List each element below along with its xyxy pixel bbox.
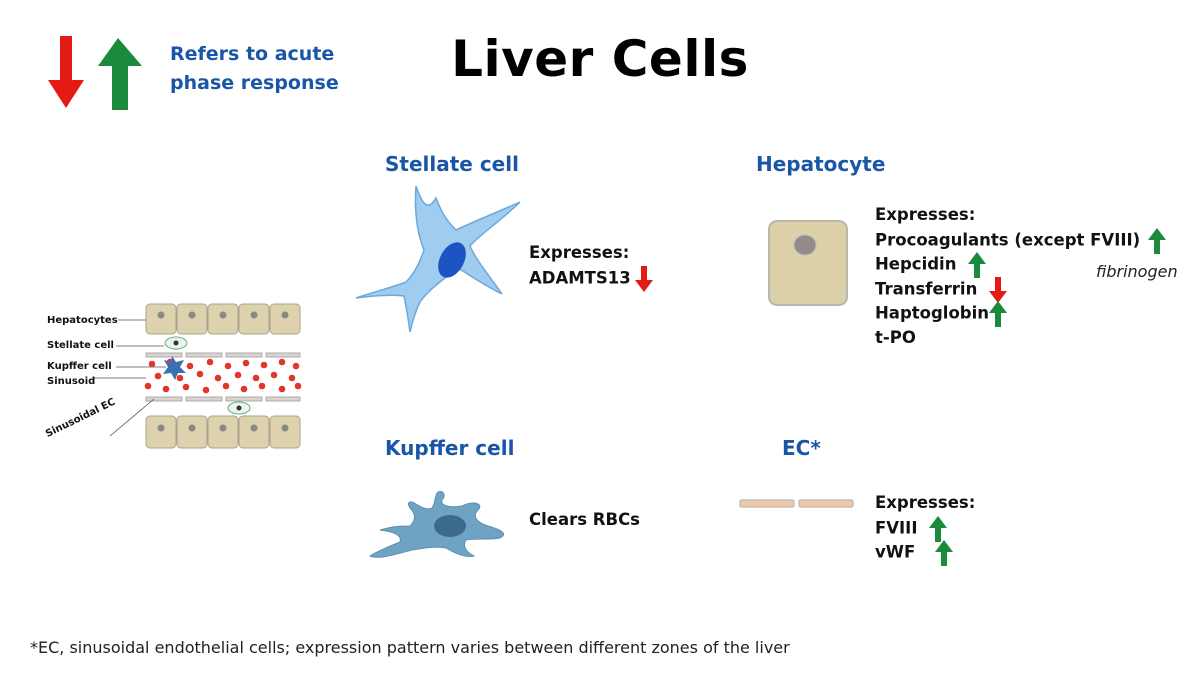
page-title-text: Liver Cells <box>451 30 749 88</box>
ec-heading: EC* <box>782 436 821 460</box>
footnote: *EC, sinusoidal endothelial cells; expre… <box>30 638 790 657</box>
hepatocyte-haptoglobin: Haptoglobin <box>875 303 989 323</box>
stellate-expression: Expresses: ADAMTS13 <box>529 241 653 292</box>
fibrinogen-note: fibrinogen <box>1096 262 1178 281</box>
kupffer-cell-image <box>368 491 504 558</box>
hepatocyte-hepcidin: Hepcidin <box>875 254 957 274</box>
stellate-line1: Expresses: <box>529 243 630 262</box>
legend-text-line2: phase response <box>170 72 339 94</box>
kupffer-heading: Kupffer cell <box>385 436 515 460</box>
arrow-up-icon <box>929 515 948 542</box>
hepatocyte-row-bottom <box>145 415 301 449</box>
hepatocyte-line1: Expresses: <box>875 205 976 224</box>
legend-text-line1: Refers to acute <box>170 43 335 65</box>
arrow-down-icon <box>989 276 1008 303</box>
hepatocyte-line5: Haptoglobin <box>875 301 1166 327</box>
kupffer-expression: Clears RBCs <box>529 508 640 533</box>
arrow-up-icon <box>968 252 987 278</box>
kupffer-line1: Clears RBCs <box>529 510 641 529</box>
ec-line2: FVIII <box>875 515 975 542</box>
sinusoid-diagram <box>92 303 302 449</box>
label-kupffer-cell: Kupffer cell <box>47 361 112 372</box>
stellate-adamts13: ADAMTS13 <box>529 268 631 287</box>
ec-line3: vWF <box>875 540 975 566</box>
arrow-up-icon <box>98 38 142 110</box>
stellate-line2: ADAMTS13 <box>529 265 653 292</box>
hepatocyte-row-top <box>145 303 301 335</box>
hepatocyte-procoagulants: Procoagulants (except FVIII) <box>875 230 1141 249</box>
label-hepatocytes: Hepatocytes <box>47 315 118 326</box>
page-title: Liver Cells <box>0 30 1200 88</box>
stellate-heading: Stellate cell <box>385 152 519 176</box>
hepatocyte-line2: Procoagulants (except FVIII) <box>875 227 1167 254</box>
ec-vwf: vWF <box>875 542 916 562</box>
arrow-down-icon <box>634 265 653 292</box>
arrow-up-icon <box>989 301 1007 327</box>
label-stellate-cell: Stellate cell <box>47 340 114 351</box>
arrow-down-icon <box>48 36 84 108</box>
stellate-cell-image <box>355 185 521 333</box>
hepatocyte-transferrin: Transferrin <box>875 279 978 298</box>
legend-label: Refers to acute phase response <box>170 40 370 98</box>
ec-expression: Expresses: FVIII vWF <box>875 491 976 566</box>
arrow-up-icon <box>1148 227 1167 254</box>
ec-line1: Expresses: <box>875 493 976 512</box>
hepatocyte-heading: Hepatocyte <box>756 152 886 176</box>
hepatocyte-line3: Hepcidin <box>875 252 1166 278</box>
hepatocyte-image <box>768 220 848 306</box>
ec-fviii: FVIII <box>875 518 918 537</box>
hepatocyte-expression: Expresses: Procoagulants (except FVIII) … <box>875 203 1167 350</box>
legend-arrows <box>48 36 142 110</box>
label-sinusoid: Sinusoid <box>47 376 96 387</box>
hepatocyte-line6: t-PO <box>875 327 916 347</box>
hepatocyte-line4: Transferrin <box>875 276 1166 303</box>
ec-image <box>739 499 854 508</box>
arrow-up-icon <box>935 540 954 566</box>
